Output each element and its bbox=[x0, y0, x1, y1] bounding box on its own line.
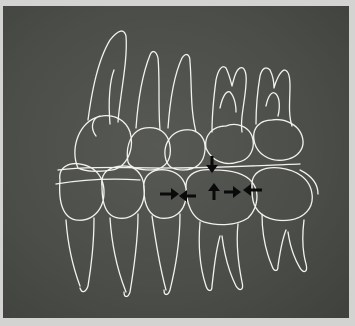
upper-second-premolar bbox=[165, 55, 205, 170]
upper-first-premolar bbox=[127, 52, 170, 170]
upper-first-molar bbox=[206, 67, 254, 164]
arrow-right-icon bbox=[160, 188, 179, 200]
upper-canine bbox=[75, 31, 132, 171]
lower-second-molar bbox=[252, 168, 312, 272]
lower-first-premolar bbox=[102, 166, 145, 297]
arrow-up-icon bbox=[208, 183, 220, 200]
upper-second-molar bbox=[254, 68, 303, 160]
lower-second-premolar bbox=[144, 170, 187, 295]
arrow-right-icon bbox=[224, 186, 241, 198]
